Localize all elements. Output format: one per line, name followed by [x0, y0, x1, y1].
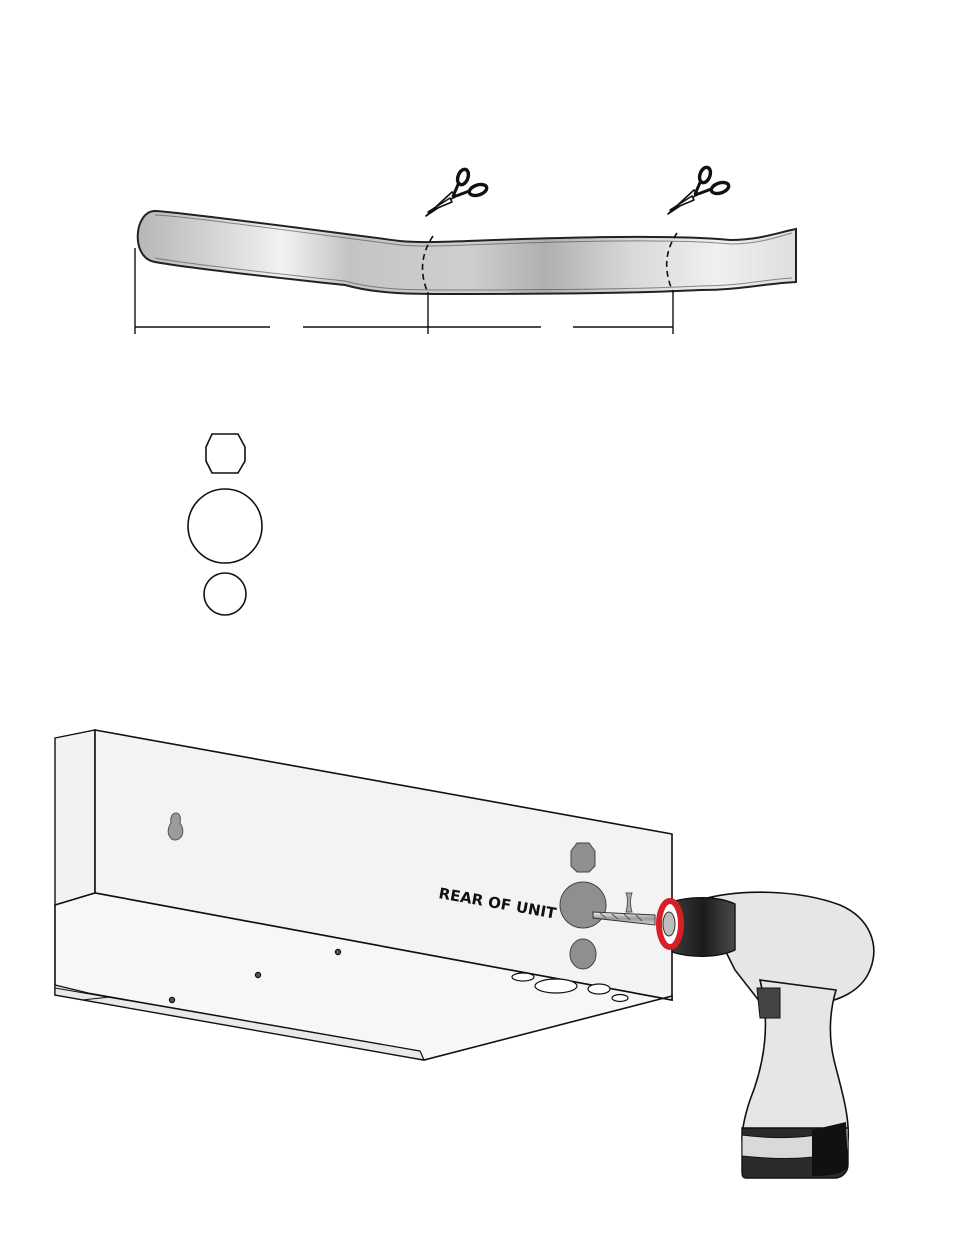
- scissors-icon: [426, 168, 488, 216]
- scissors-icon: [668, 166, 730, 214]
- large-round-hole: [188, 489, 262, 563]
- drill-handle: [742, 980, 848, 1140]
- small-octagon-hole: [206, 434, 245, 473]
- knockout-large: [560, 882, 606, 928]
- drill-trigger: [757, 988, 780, 1018]
- small-round-hole: [204, 573, 246, 615]
- knockout-small: [570, 939, 596, 969]
- tubing-figure: [135, 166, 796, 334]
- knockout-octagon: [571, 843, 595, 872]
- unit-figure: REAR OF UNIT: [55, 730, 672, 1060]
- hole-shapes-figure: [188, 434, 262, 615]
